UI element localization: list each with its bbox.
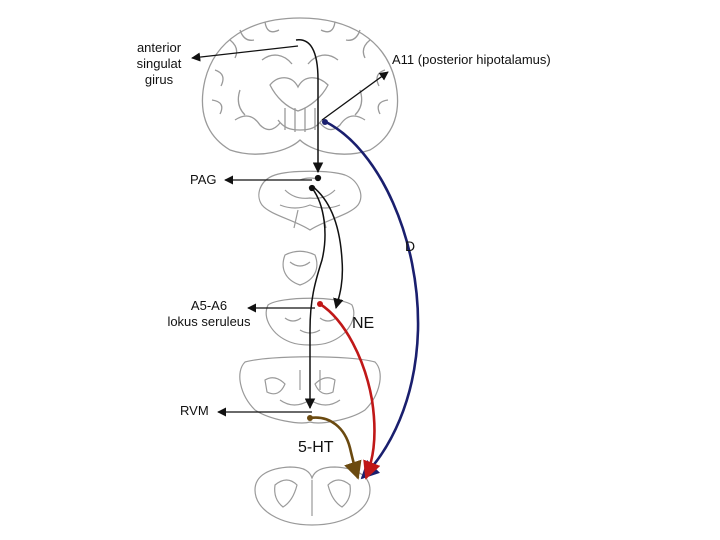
label-cingulate-line2: singulat (136, 56, 182, 71)
label-cingulate-line3: girus (144, 72, 174, 87)
label-5ht: 5-HT (298, 439, 334, 456)
label-cingulate: anterior singulat girus (128, 40, 190, 88)
arrow-to-cingulate (191, 45, 299, 62)
spinal-cord-section (254, 466, 371, 526)
label-pag: PAG (190, 172, 217, 187)
ht5-pathway-origin (307, 415, 313, 421)
ne-pathway (319, 302, 381, 480)
arrow-to-a11 (321, 71, 389, 121)
label-a5a6-line2: lokus seruleus (167, 314, 251, 329)
label-ne: NE (352, 315, 375, 332)
d-pathway (325, 120, 420, 480)
pons-section (282, 250, 318, 286)
label-arrows (191, 45, 389, 417)
ht5-pathway (309, 416, 362, 480)
label-a11: A11 (posterior hipotalamus) (392, 52, 551, 67)
label-a5a6: A5-A6 lokus seruleus (160, 298, 258, 330)
label-cingulate-line1: anterior (136, 40, 182, 55)
label-a5a6-line1: A5-A6 (190, 298, 228, 313)
pag-to-rvm-pathway (304, 187, 326, 410)
pag-to-a5a6-pathway (311, 185, 344, 310)
cingulate-to-pag-pathway (295, 39, 324, 174)
label-rvm: RVM (180, 403, 209, 418)
rvm-section (239, 356, 381, 424)
d-pathway-origin (322, 119, 328, 125)
ne-pathway-origin (317, 301, 323, 307)
label-d: D (405, 238, 416, 254)
black-pathways (295, 39, 344, 410)
